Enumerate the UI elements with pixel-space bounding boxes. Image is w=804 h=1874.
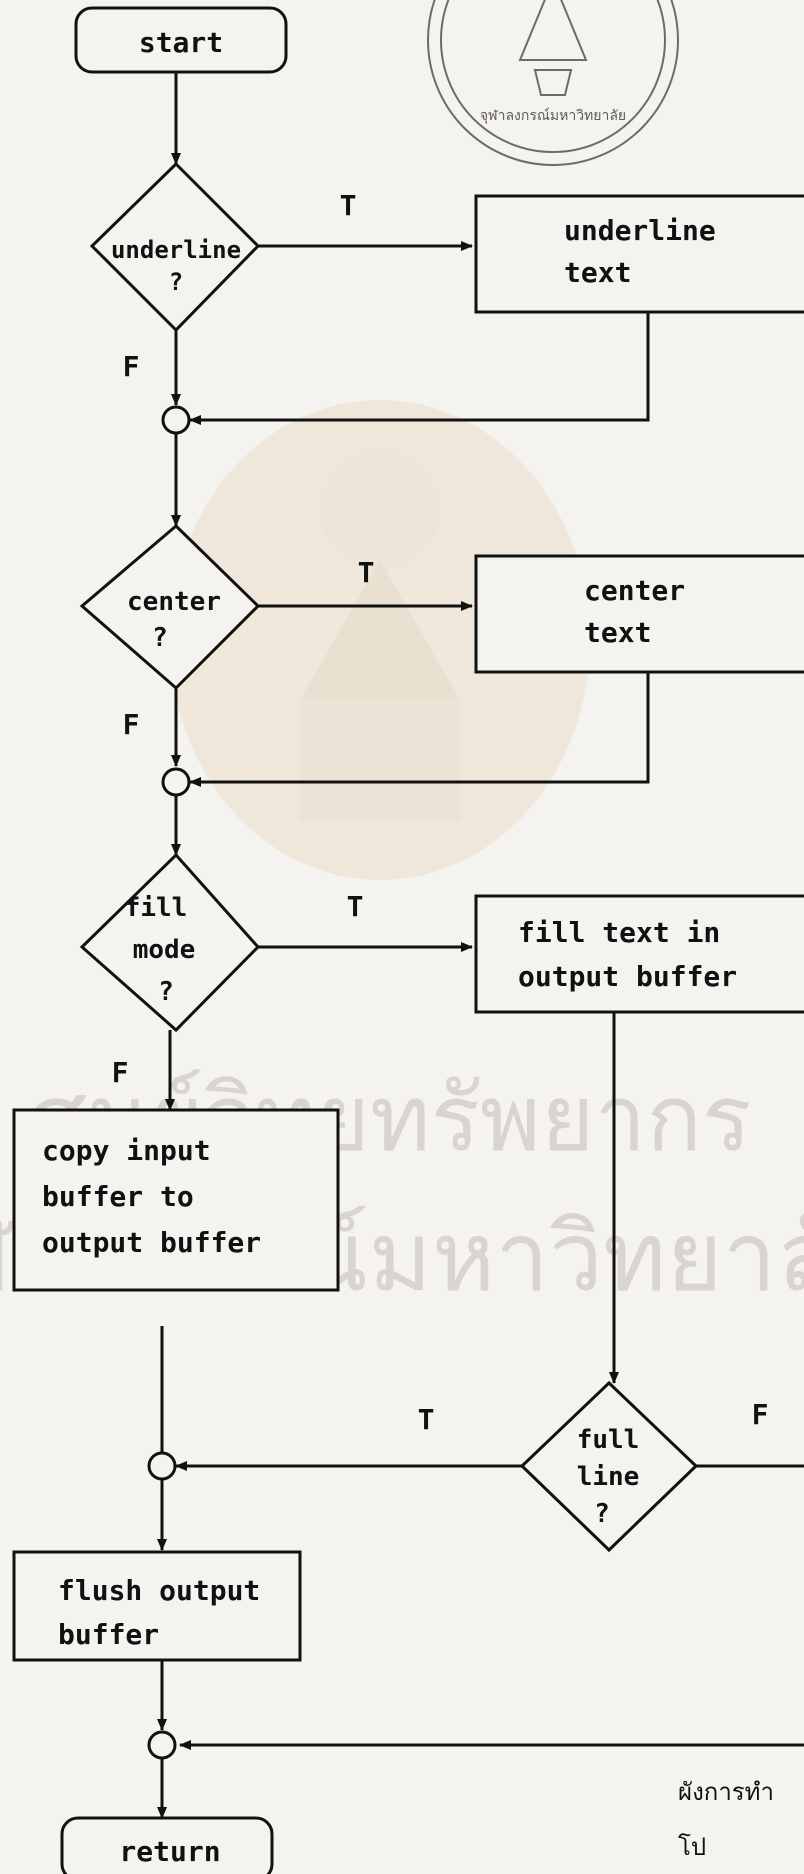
underline-decision-line2: ? [169, 268, 183, 296]
return-terminator: return [62, 1818, 272, 1874]
center-true-label: T [358, 556, 375, 589]
fill-mode-decision: fill mode ? [82, 855, 258, 1030]
center-decision-line1: center [127, 587, 221, 617]
center-false-label: F [123, 708, 140, 741]
caption-line2: โป [678, 1833, 706, 1861]
university-seal: จุฬาลงกรณ์มหาวิทยาลัย [428, 0, 678, 165]
start-terminator: start [76, 8, 286, 72]
flush-action-line2: buffer [58, 1618, 159, 1651]
fill-false-label: F [112, 1056, 129, 1089]
fill-decision-line2: mode [133, 935, 196, 965]
copy-action-line2: buffer to [42, 1180, 194, 1213]
fill-action: fill text in output buffer [476, 896, 804, 1012]
junction-2 [163, 769, 189, 795]
caption-line1: ผังการทำ [678, 1778, 774, 1806]
copy-action: copy input buffer to output buffer [14, 1110, 338, 1290]
flush-action-line1: flush output [58, 1574, 260, 1607]
fullline-decision-line1: full [577, 1425, 640, 1455]
junction-1 [163, 407, 189, 433]
copy-action-line1: copy input [42, 1134, 211, 1167]
flush-action: flush output buffer [14, 1552, 300, 1660]
start-label: start [139, 26, 223, 59]
copy-action-line3: output buffer [42, 1226, 261, 1259]
center-decision-line2: ? [152, 623, 168, 653]
junction-4 [149, 1732, 175, 1758]
fill-decision-line3: ? [158, 977, 174, 1007]
seal-text: จุฬาลงกรณ์มหาวิทยาลัย [480, 107, 626, 124]
fullline-true-label: T [418, 1403, 435, 1436]
return-label: return [119, 1835, 220, 1868]
underline-false-label: F [123, 350, 140, 383]
center-action: center text [476, 556, 804, 672]
center-action-line1: center [584, 574, 685, 607]
fill-action-line1: fill text in [518, 916, 720, 949]
fullline-false-label: F [752, 1398, 769, 1431]
fullline-decision-line2: line [577, 1462, 640, 1492]
junction-3 [149, 1453, 175, 1479]
underline-action: underline text [476, 196, 804, 312]
center-action-line2: text [584, 616, 651, 649]
underline-decision-line1: underline [111, 236, 241, 264]
fill-action-line2: output buffer [518, 960, 737, 993]
fill-true-label: T [347, 890, 364, 923]
underline-decision: underline ? [92, 164, 258, 330]
underline-action-line1: underline [564, 214, 716, 247]
fullline-decision-line3: ? [594, 1499, 610, 1529]
fill-decision-line1: fill [125, 893, 188, 923]
underline-true-label: T [340, 189, 357, 222]
underline-action-line2: text [564, 256, 631, 289]
full-line-decision: full line ? [522, 1383, 696, 1550]
